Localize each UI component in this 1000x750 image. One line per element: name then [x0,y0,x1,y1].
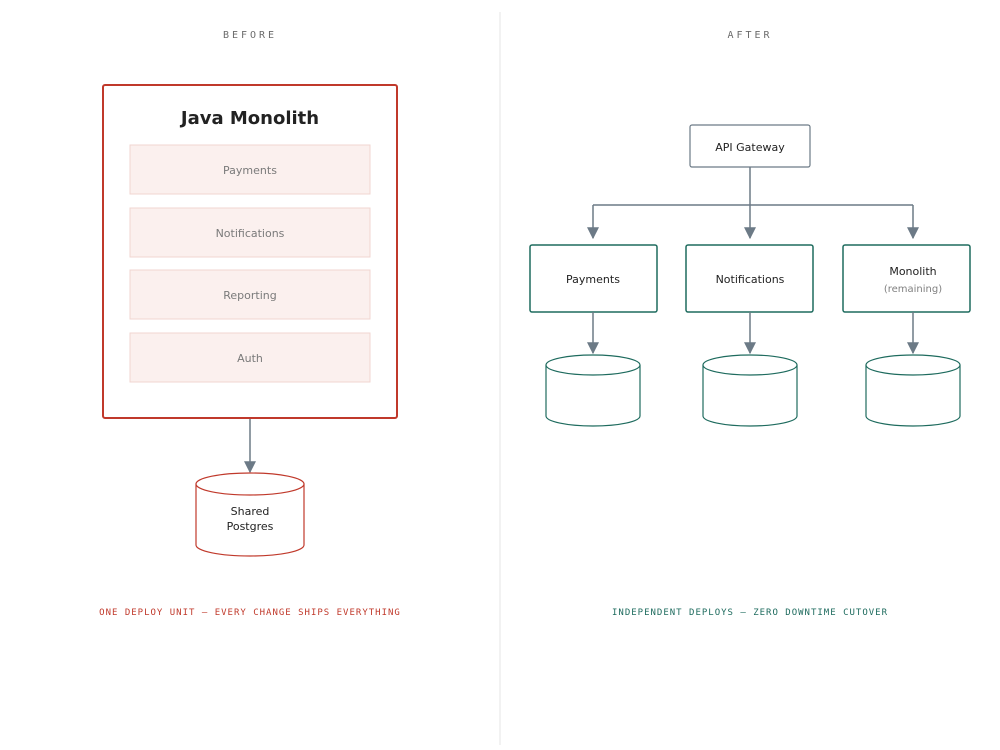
before-caption: ONE DEPLOY UNIT — EVERY CHANGE SHIPS EVE… [99,608,401,618]
before-heading: BEFORE [223,30,277,41]
module-label: Reporting [223,289,276,302]
service-payments: Payments [529,244,658,313]
database-label-line1: Shared [231,505,270,518]
module-payments: Payments [129,144,371,195]
payments-database [545,354,641,427]
module-label: Notifications [216,227,285,240]
service-db-connectors [587,312,919,355]
service-label: Payments [566,273,620,286]
module-label: Auth [237,352,263,365]
monolith-title: Java Monolith [179,108,319,129]
service-monolith-remaining: Monolith (remaining) [842,244,971,313]
after-heading: AFTER [727,30,772,41]
module-notifications: Notifications [129,207,371,258]
service-label: Monolith [889,265,936,278]
module-auth: Auth [129,332,371,383]
service-sublabel: (remaining) [884,284,942,295]
service-label: Notifications [716,273,785,286]
module-reporting: Reporting [129,269,371,320]
gateway-connectors [587,167,919,240]
service-notifications: Notifications [685,244,814,313]
after-caption: INDEPENDENT DEPLOYS — ZERO DOWNTIME CUTO… [612,608,888,618]
notifications-database [702,354,798,427]
api-gateway-label: API Gateway [715,141,785,154]
monolith-database [865,354,961,427]
database-label-line2: Postgres [227,520,274,533]
module-label: Payments [223,164,277,177]
shared-postgres-database: Shared Postgres [195,472,305,557]
api-gateway: API Gateway [689,124,811,168]
